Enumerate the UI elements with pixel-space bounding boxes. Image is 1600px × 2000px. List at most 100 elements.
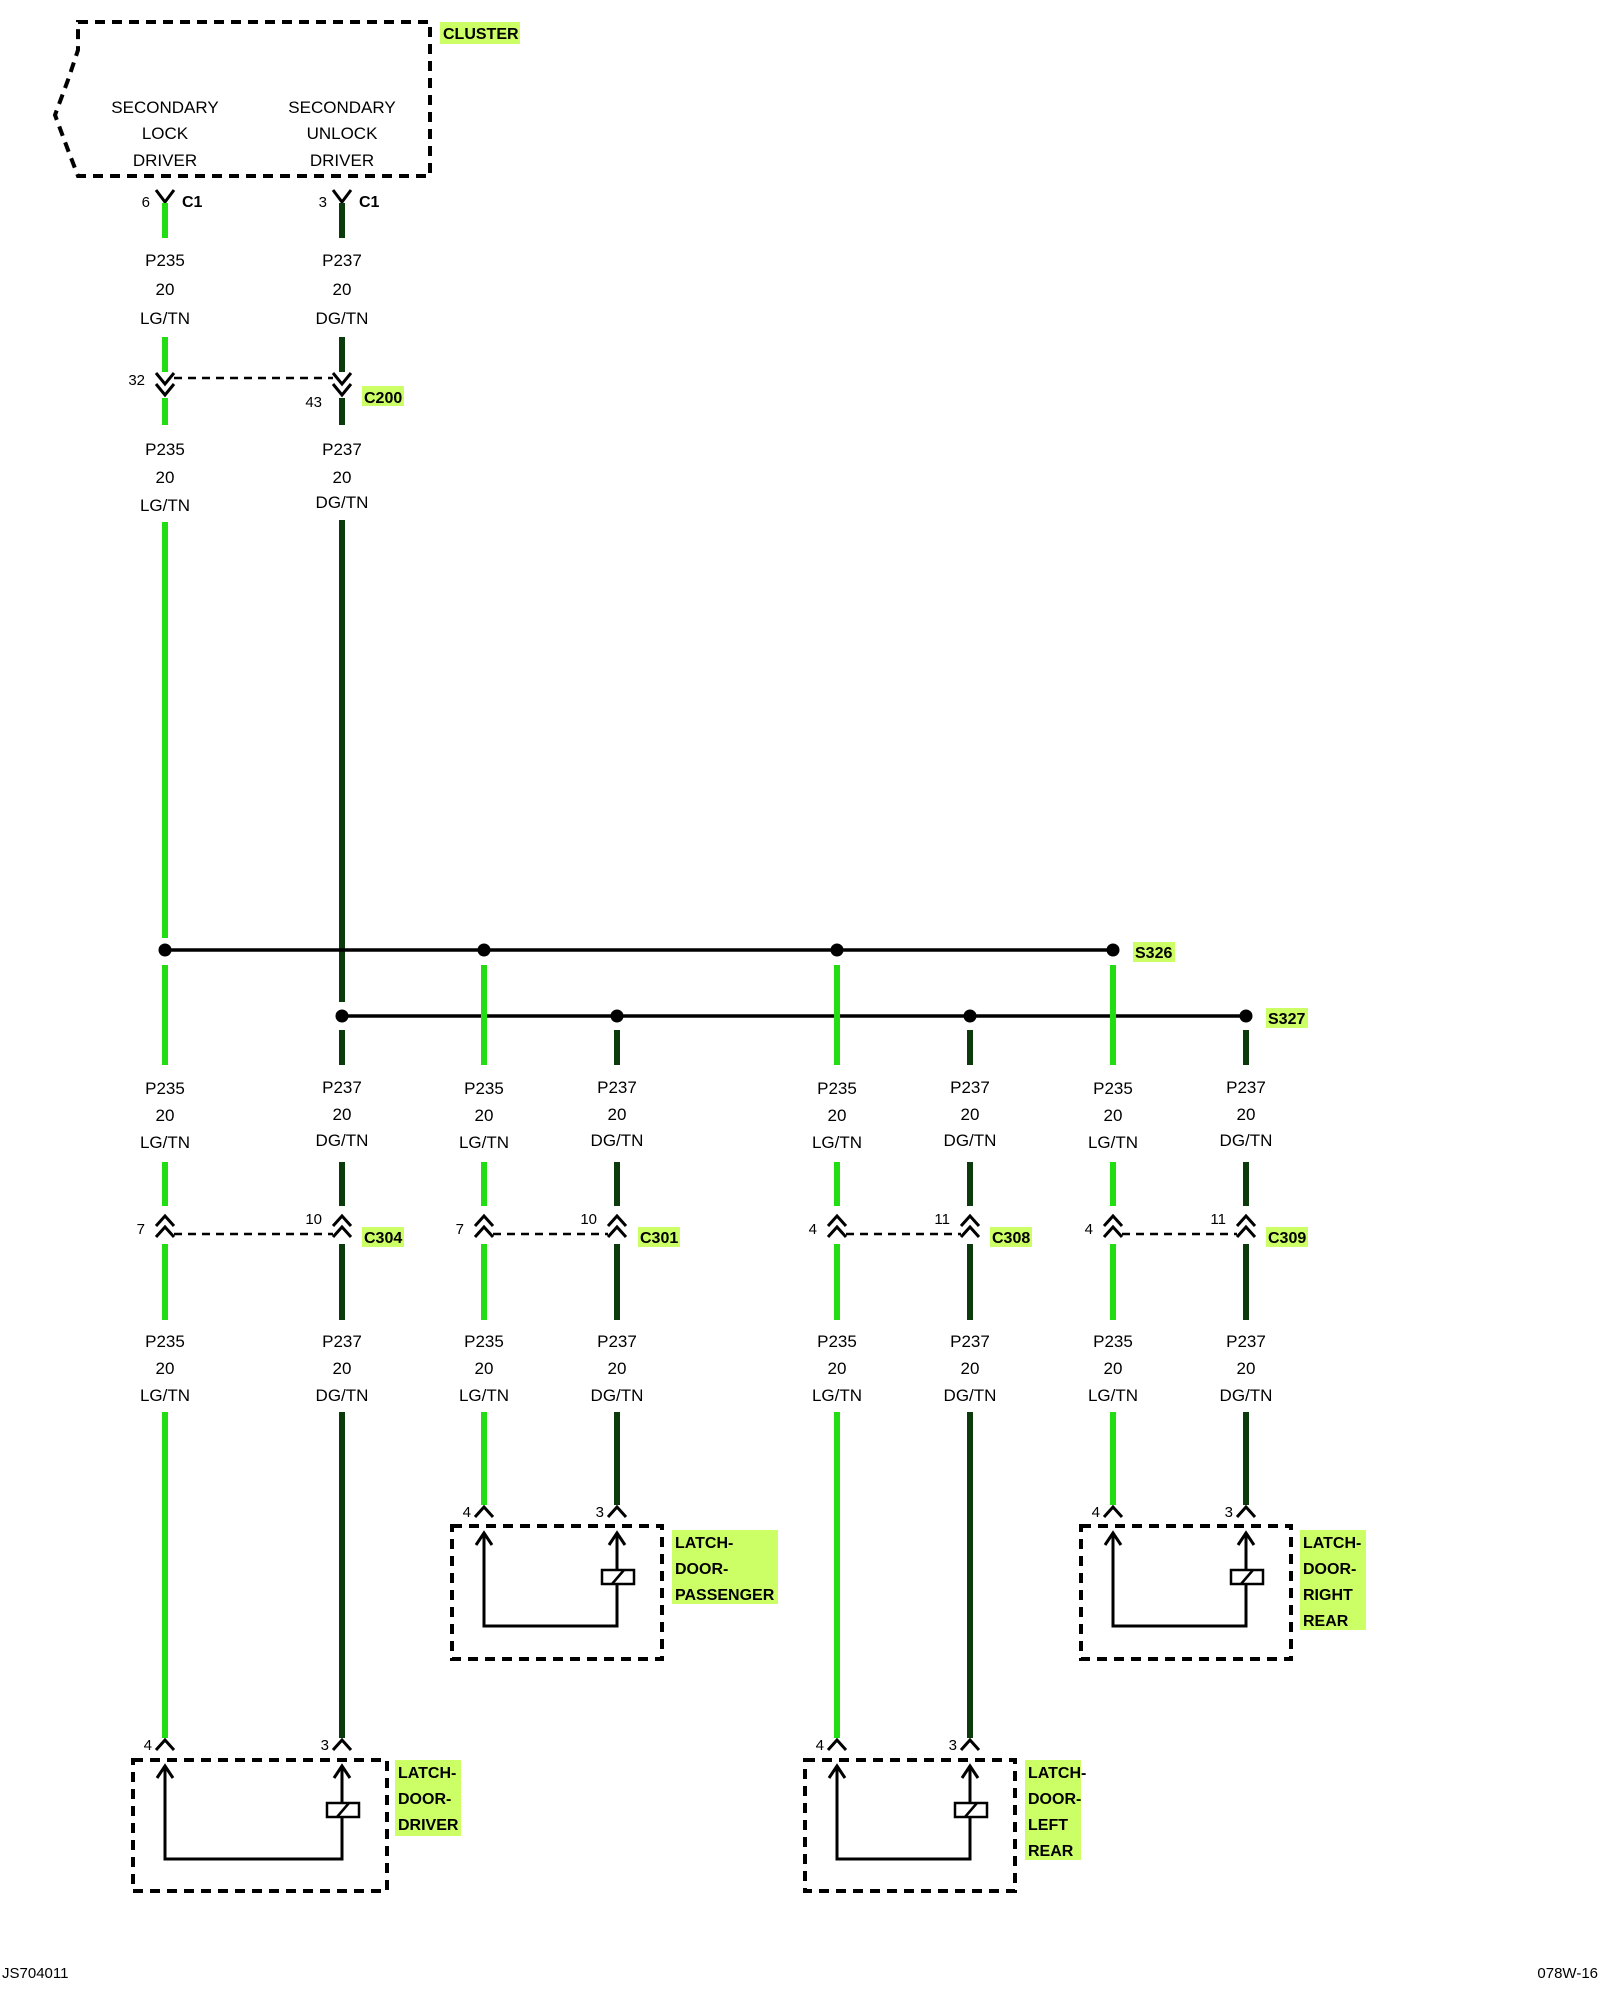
wire-color: DG/TN: [316, 1386, 369, 1405]
wire-circuit: P235: [145, 440, 185, 459]
wire-circuit: P235: [1093, 1332, 1133, 1351]
latch-pin: 3: [321, 1737, 329, 1754]
connector-c200: 32 43 C200: [128, 372, 404, 411]
latch-door-passenger: 4 3 LATCH- DOOR- PASSENGER: [450, 1504, 778, 1661]
wire-gauge: 20: [1104, 1359, 1123, 1378]
splice-node: [477, 943, 491, 957]
wire-color: LG/TN: [140, 496, 190, 515]
splice-node: [963, 1009, 977, 1023]
latch-pin: 4: [1092, 1504, 1100, 1521]
wire-gauge: 20: [156, 1106, 175, 1125]
wire-color: DG/TN: [591, 1131, 644, 1150]
wire-circuit: P235: [817, 1079, 857, 1098]
wire-gauge: 20: [156, 280, 175, 299]
cluster-module: CLUSTER SECONDARY LOCK DRIVER SECONDARY …: [52, 20, 520, 178]
latch-label-line: DOOR-: [1303, 1561, 1356, 1578]
cluster-label: CLUSTER: [443, 26, 519, 43]
splice-s327: S327: [335, 1008, 1308, 1028]
latch-boundary: [131, 1758, 389, 1893]
wire-gauge: 20: [156, 1359, 175, 1378]
wire-color: LG/TN: [459, 1133, 509, 1152]
c309-label: C309: [1268, 1230, 1306, 1247]
latch-pin: 3: [949, 1737, 957, 1754]
c200-label: C200: [364, 390, 402, 407]
wire-circuit: P237: [1226, 1078, 1266, 1097]
splice-node: [610, 1009, 624, 1023]
wire-color: LG/TN: [140, 309, 190, 328]
wire-color: DG/TN: [591, 1386, 644, 1405]
latch-label-line: PASSENGER: [675, 1587, 775, 1604]
cluster-boundary: [52, 20, 432, 178]
wire-color: DG/TN: [316, 309, 369, 328]
wire-circuit: P237: [322, 1332, 362, 1351]
wire-color: LG/TN: [1088, 1386, 1138, 1405]
wire-gauge: 20: [333, 1105, 352, 1124]
latch-label-line: LEFT: [1028, 1817, 1068, 1834]
c308-dg-pin: 11: [934, 1211, 950, 1228]
c304-lg-pin: 7: [137, 1221, 145, 1238]
splice-node: [1239, 1009, 1253, 1023]
latch-label-line: RIGHT: [1303, 1587, 1353, 1604]
wire-color: LG/TN: [812, 1133, 862, 1152]
wire-circuit: P237: [322, 1078, 362, 1097]
wire-circuit: P235: [145, 1332, 185, 1351]
wire-gauge: 20: [333, 280, 352, 299]
latch-door-right-rear: 4 3 LATCH- DOOR- RIGHT REAR: [1079, 1504, 1366, 1661]
unlock-driver-line-2: UNLOCK: [307, 124, 379, 143]
latch-door-driver: 4 3 LATCH- DOOR- DRIVER: [131, 1737, 461, 1893]
wire-labels-lower: P235 20 LG/TN P237 20 DG/TN P235 20 LG/T…: [140, 1078, 1272, 1405]
lock-driver-line-3: DRIVER: [133, 151, 197, 170]
latch-boundary: [803, 1758, 1017, 1893]
wire-circuit: P235: [817, 1332, 857, 1351]
wire-color: LG/TN: [459, 1386, 509, 1405]
wire-color: DG/TN: [316, 493, 369, 512]
figure-id-right: 078W-16: [1537, 1965, 1598, 1982]
latch-pin: 4: [144, 1737, 152, 1754]
c1-lock-pin: 6: [142, 194, 150, 211]
latch-pin: 3: [1225, 1504, 1233, 1521]
wire-circuit: P237: [322, 440, 362, 459]
wire-circuit: P237: [597, 1078, 637, 1097]
wire-color: DG/TN: [316, 1131, 369, 1150]
latch-pin: 3: [596, 1504, 604, 1521]
wire-color: DG/TN: [944, 1131, 997, 1150]
wire-circuit: P237: [950, 1078, 990, 1097]
wire-circuit: P235: [464, 1332, 504, 1351]
wire-color: LG/TN: [1088, 1133, 1138, 1152]
latch-door-left-rear: 4 3 LATCH- DOOR- LEFT REAR: [803, 1737, 1086, 1893]
wire-color: DG/TN: [1220, 1386, 1273, 1405]
wire-gauge: 20: [1104, 1106, 1123, 1125]
wire-gauge: 20: [333, 1359, 352, 1378]
splice-s326: S326: [158, 942, 1175, 962]
wire-circuit: P237: [1226, 1332, 1266, 1351]
latch-pin: 4: [816, 1737, 824, 1754]
latch-boundary: [450, 1524, 664, 1661]
splice-node: [1106, 943, 1120, 957]
wire-color: LG/TN: [140, 1386, 190, 1405]
latch-label-line: DOOR-: [398, 1791, 451, 1808]
connector-c308: 4 11 C308: [809, 1211, 1032, 1247]
wire-gauge: 20: [828, 1106, 847, 1125]
c309-dg-pin: 11: [1210, 1211, 1226, 1228]
wire-gauge: 20: [333, 468, 352, 487]
s326-label: S326: [1135, 945, 1172, 962]
wire-color: LG/TN: [140, 1133, 190, 1152]
unlock-driver-line-1: SECONDARY: [288, 98, 395, 117]
c301-lg-pin: 7: [456, 1221, 464, 1238]
c308-lg-pin: 4: [809, 1221, 817, 1238]
latch-label-line: DRIVER: [398, 1817, 459, 1834]
wire-labels-upper: P235 20 LG/TN P237 20 DG/TN P235 20 LG/T…: [140, 251, 368, 515]
figure-id-left: JS704011: [2, 1965, 68, 1982]
connector-c304: 7 10 C304: [137, 1211, 404, 1247]
wire-segments: [162, 203, 345, 1002]
wire-circuit: P235: [145, 1079, 185, 1098]
latch-boundary: [1079, 1524, 1293, 1661]
lock-driver-line-1: SECONDARY: [111, 98, 218, 117]
c200-dg-pin: 43: [305, 394, 322, 411]
splice-node: [158, 943, 172, 957]
latch-label-line: LATCH-: [675, 1535, 733, 1552]
c309-lg-pin: 4: [1085, 1221, 1093, 1238]
wire-circuit: P235: [1093, 1079, 1133, 1098]
wire-circuit: P235: [464, 1079, 504, 1098]
